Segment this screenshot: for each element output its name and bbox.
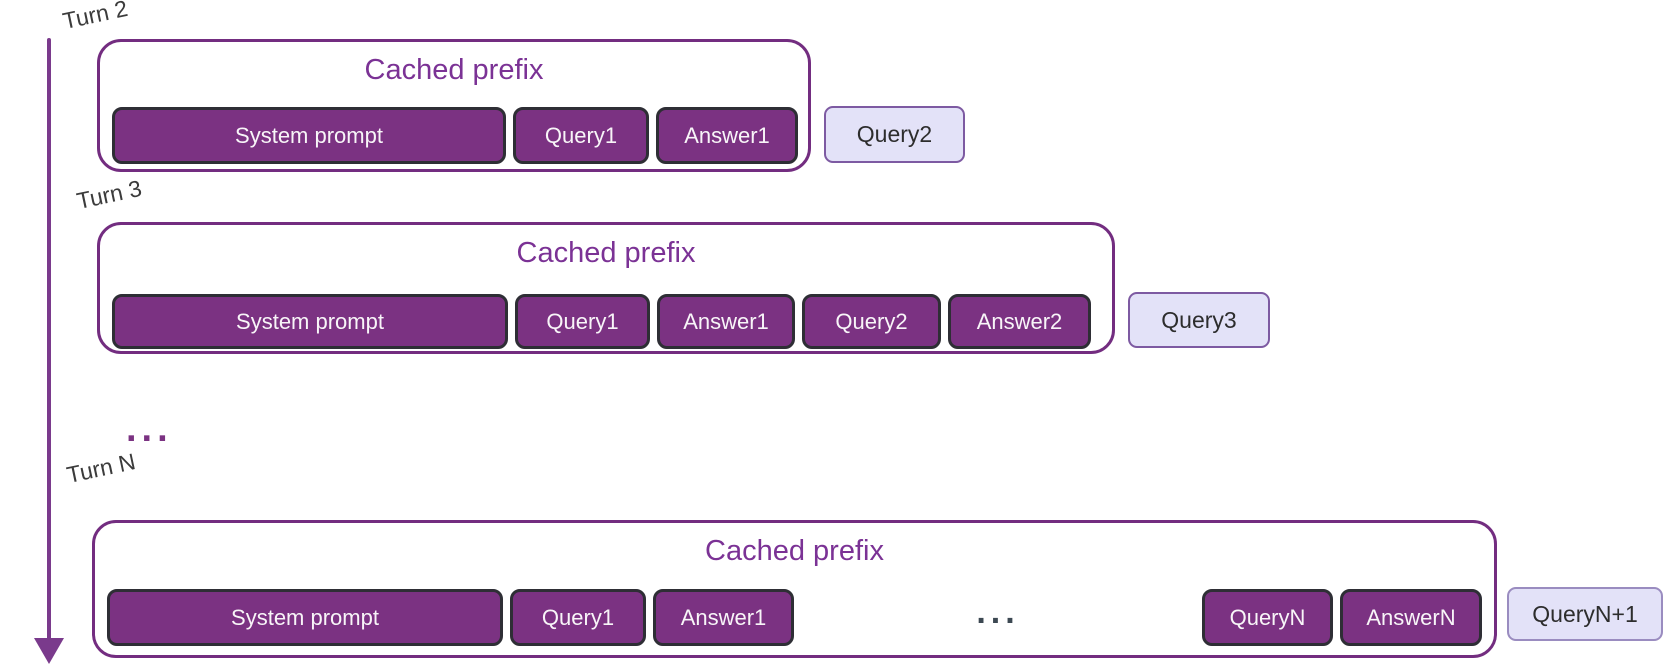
- token-answerN: AnswerN: [1340, 589, 1482, 646]
- token-query1: Query1: [513, 107, 649, 164]
- token-answer1: Answer1: [656, 107, 798, 164]
- arrow-line: [47, 38, 51, 640]
- horizontal-ellipsis: ...: [976, 592, 1020, 631]
- token-answer2: Answer2: [948, 294, 1091, 349]
- turn-2-label: Turn 2: [60, 0, 130, 35]
- token-system-prompt: System prompt: [112, 294, 508, 349]
- token-query2: Query2: [802, 294, 941, 349]
- vertical-ellipsis: ...: [126, 408, 173, 450]
- token-query1: Query1: [510, 589, 646, 646]
- token-row: System prompt Query1 Answer1: [100, 107, 808, 164]
- token-query1: Query1: [515, 294, 650, 349]
- new-query-box-queryN1: QueryN+1: [1507, 587, 1663, 641]
- token-queryN: QueryN: [1202, 589, 1333, 646]
- token-answer1: Answer1: [653, 589, 794, 646]
- cached-prefix-title: Cached prefix: [705, 535, 884, 567]
- new-query-box-query3: Query3: [1128, 292, 1270, 348]
- cached-prefix-title: Cached prefix: [516, 237, 696, 269]
- token-row: System prompt Query1 Answer1 ... QueryN …: [95, 589, 1494, 646]
- token-row: System prompt Query1 Answer1 Query2 Answ…: [100, 294, 1112, 349]
- turn-n-label: Turn N: [64, 448, 138, 489]
- token-system-prompt: System prompt: [112, 107, 506, 164]
- token-system-prompt: System prompt: [107, 589, 503, 646]
- arrow-head-icon: [34, 638, 64, 664]
- new-query-box-query2: Query2: [824, 106, 965, 163]
- turn-2-cached-prefix-container: Cached prefix System prompt Query1 Answe…: [97, 39, 811, 172]
- turn-3-cached-prefix-container: Cached prefix System prompt Query1 Answe…: [97, 222, 1115, 354]
- turn-3-label: Turn 3: [74, 174, 144, 215]
- token-answer1: Answer1: [657, 294, 795, 349]
- cached-prefix-title: Cached prefix: [364, 54, 544, 86]
- turn-n-cached-prefix-container: Cached prefix System prompt Query1 Answe…: [92, 520, 1497, 658]
